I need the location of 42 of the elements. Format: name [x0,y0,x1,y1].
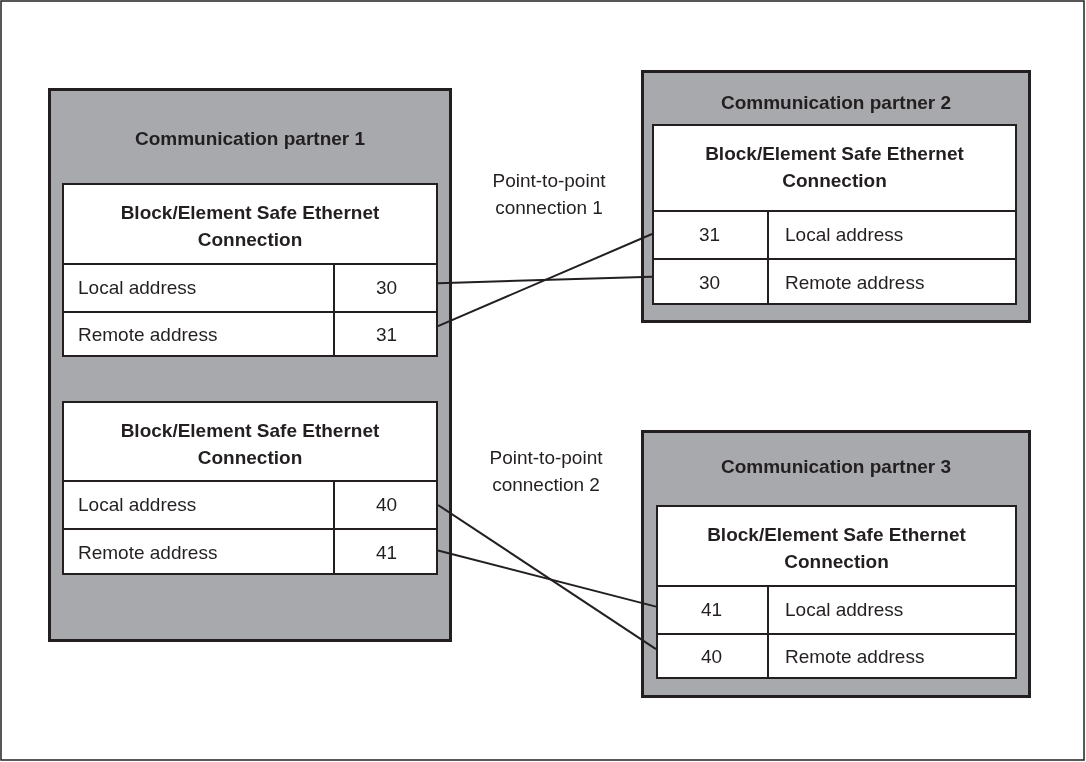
address-label: Remote address [785,271,925,294]
table-heading: Block/Element Safe Ethernet Connection [119,419,381,470]
table-heading: Block/Element Safe Ethernet Connection [119,201,381,252]
address-label: Remote address [785,646,925,668]
connection-line [437,275,653,285]
table-cell [767,258,1017,305]
table-cell [767,585,1017,633]
address-number: 30 [698,271,721,294]
table-cell [333,263,438,311]
table-cell [767,633,1017,679]
panel-heading: Communication partner 3 [719,455,953,479]
table-block [656,505,1017,679]
address-label: Remote address [78,541,218,564]
address-number: 31 [375,324,398,346]
address-number: 40 [375,494,398,516]
partner-panel [641,70,1031,323]
table-block [652,124,1017,305]
address-number: 40 [700,646,723,668]
address-label: Local address [78,494,197,516]
connection-label: Point-to-point connection 2 [488,446,604,497]
address-number: 30 [375,277,398,299]
table-cell [333,480,438,528]
address-label: Remote address [78,324,218,346]
table-heading: Block/Element Safe Ethernet Connection [704,142,965,193]
table-block [62,183,438,357]
address-number: 41 [700,599,723,621]
panel-heading: Communication partner 2 [719,91,953,115]
panel-heading: Communication partner 1 [133,127,367,151]
partner-panel [641,430,1031,698]
connection-label: Point-to-point connection 1 [491,169,607,220]
address-number: 41 [375,541,398,564]
address-label: Local address [785,599,904,621]
table-block [62,401,438,575]
address-number: 31 [698,224,721,246]
address-label: Local address [785,224,904,246]
address-label: Local address [78,277,197,299]
table-cell [333,311,438,357]
table-cell [767,210,1017,258]
partner-panel [48,88,452,642]
table-heading: Block/Element Safe Ethernet Connection [706,523,967,574]
table-cell [333,528,438,575]
connection-line [437,549,657,608]
